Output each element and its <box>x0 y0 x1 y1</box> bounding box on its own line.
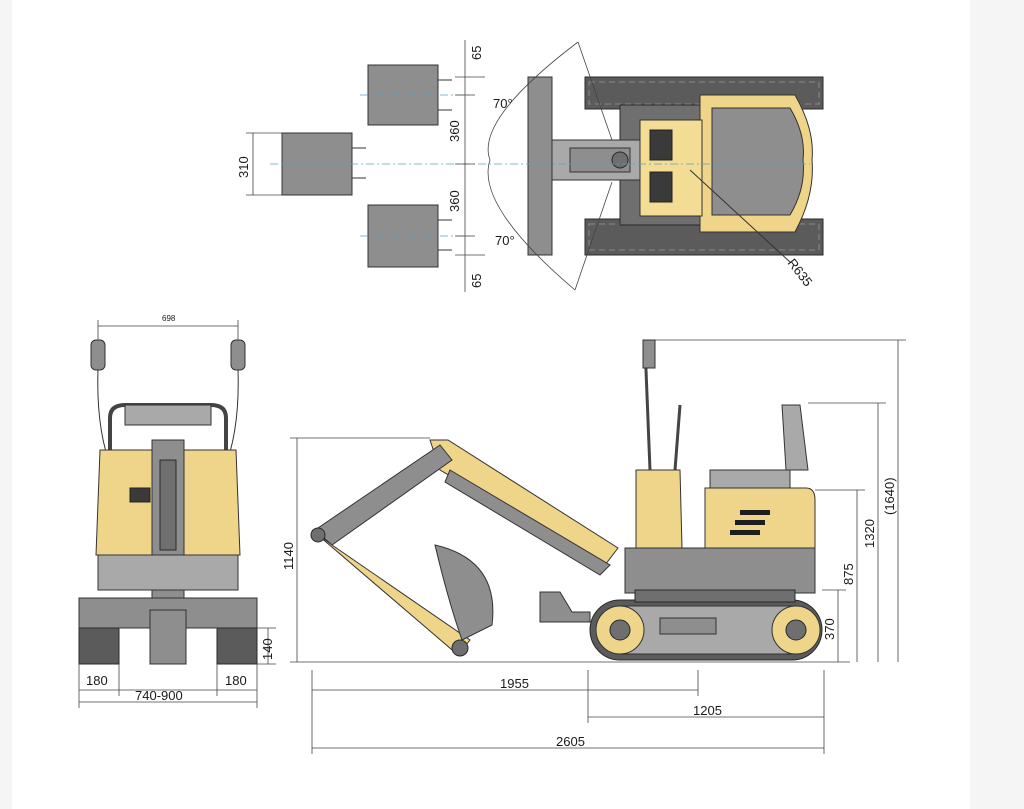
dim-ground-clearance: 370 <box>822 618 837 640</box>
dim-swing-left: 70° <box>493 96 513 111</box>
side-view: 1140 1955 1205 2605 370 875 1320 (1640) <box>281 339 906 754</box>
swing-arc <box>487 41 579 291</box>
dim-arm-height: 1140 <box>281 542 296 570</box>
tail-radius-line <box>689 169 791 263</box>
dim-swing-right: 70° <box>495 233 515 248</box>
front-track-left <box>78 627 120 665</box>
dimension-drawing: 65 360 360 65 310 70° 70° R635 <box>78 40 906 754</box>
dim-upper-spacing: 360 <box>447 120 462 142</box>
front-mirrors <box>90 339 246 471</box>
dim-top-offset: 65 <box>469 46 484 60</box>
side-arm-link <box>311 529 471 656</box>
dim-overall-length: 2605 <box>556 734 585 749</box>
side-blade <box>539 591 591 623</box>
front-seat-back <box>124 404 212 426</box>
side-track <box>589 599 823 661</box>
front-track-right <box>216 627 258 665</box>
dim-bucket-width: 310 <box>236 156 251 178</box>
side-control-column <box>635 469 683 549</box>
dim-track-length: 1205 <box>693 703 722 718</box>
front-view: 698 180 180 740-900 140 <box>78 314 276 708</box>
dim-reach-1955: 1955 <box>500 676 529 691</box>
dim-lower-spacing: 360 <box>447 190 462 212</box>
top-boom <box>549 139 641 181</box>
dim-track-right: 180 <box>225 673 247 688</box>
dim-track-left: 180 <box>86 673 108 688</box>
dim-seat-height: 875 <box>841 563 856 585</box>
side-chassis <box>624 547 816 594</box>
side-bucket <box>434 544 494 641</box>
top-dozer-blade <box>527 76 553 256</box>
dim-canopy-height: 1320 <box>862 519 877 548</box>
dim-overall-height: (1640) <box>882 477 897 515</box>
side-boom <box>429 439 619 566</box>
dim-bottom-offset: 65 <box>469 274 484 288</box>
top-view: 65 360 360 65 310 70° 70° R635 <box>236 40 824 292</box>
dim-blade-height: 140 <box>260 638 275 660</box>
drawing-sheet: 65 360 360 65 310 70° 70° R635 <box>12 0 970 809</box>
side-arm <box>314 444 453 546</box>
top-cab <box>639 94 813 233</box>
dim-track-gauge: 740-900 <box>135 688 183 703</box>
dim-mirror-width: 698 <box>162 314 176 323</box>
dim-tail-radius: R635 <box>785 256 816 290</box>
side-seat <box>709 469 791 489</box>
side-engine-cover <box>704 487 816 549</box>
